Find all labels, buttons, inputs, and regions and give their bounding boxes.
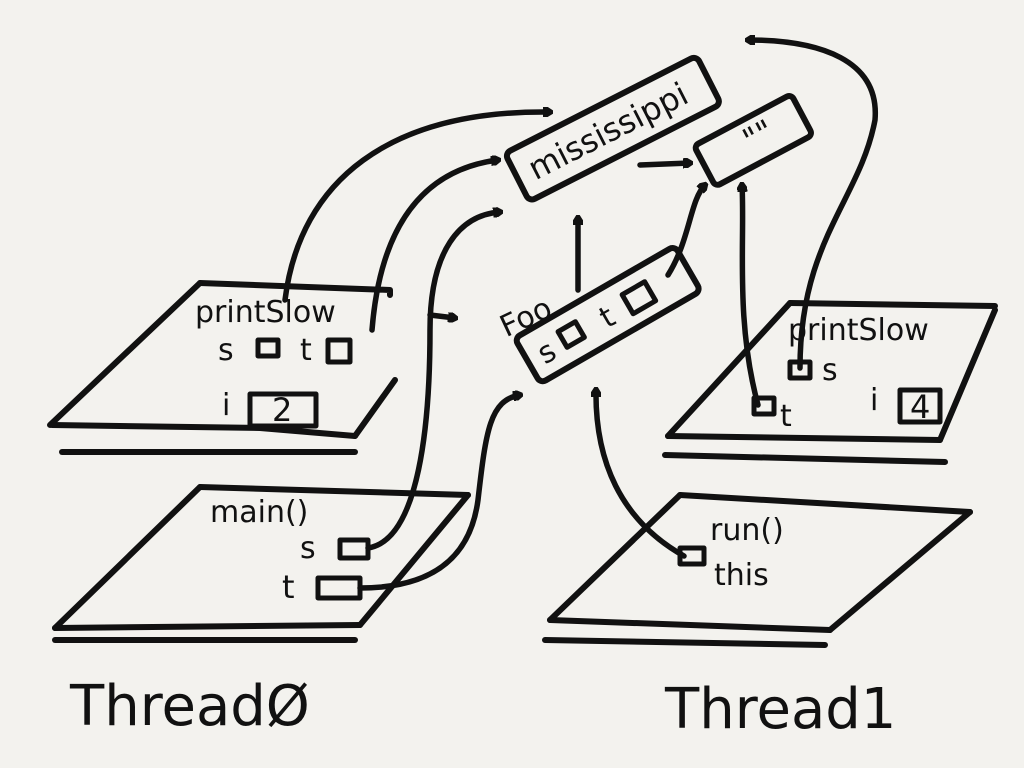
arrow-foo-t-to-empty (665, 185, 705, 278)
arrow-t0-printslow-to-foo (427, 315, 455, 318)
arrow-t0-printslow-s-to-mississippi (282, 112, 550, 303)
thread1-run-frame: run() this (542, 492, 973, 648)
thread1-printslow-var-t: t (780, 399, 792, 434)
thread0-printslow-s-box (255, 337, 281, 359)
thread0-printslow-i-box (247, 391, 319, 429)
arrow-mississippi-to-empty (637, 163, 690, 165)
thread1-printslow-var-s: s (822, 353, 838, 388)
reference-arrows (282, 40, 878, 591)
thread0-printslow-i-value: 2 (272, 391, 292, 429)
arrow-t1-run-this-to-foo (596, 390, 687, 559)
heap-foo-field-s: s (531, 334, 562, 372)
thread1-run-name: run() (710, 513, 784, 548)
thread1-printslow-name: printSlow (788, 313, 929, 348)
thread0-printslow-var-s: s (218, 333, 234, 368)
thread0-printslow-var-t: t (300, 333, 312, 368)
thread1-printslow-i-box (897, 387, 943, 425)
arrow-t1-printslow-t-to-empty (742, 185, 761, 408)
heap-string-mississippi: mississippi (503, 54, 722, 203)
thread1-label: Thread1 (664, 677, 896, 742)
thread0-printslow-name: printSlow (195, 295, 336, 330)
arrow-t0-main-s-to-mississippi (365, 212, 500, 551)
thread0-printslow-frame: printSlow s t i 2 (47, 280, 398, 455)
thread1-printslow-i-value: 4 (910, 388, 930, 426)
thread0-main-var-t: t (282, 568, 295, 606)
heap-foo-field-t: t (594, 299, 622, 335)
thread0-printslow-t-box (325, 337, 353, 365)
thread0-label: ThreadØ (69, 674, 310, 739)
thread0-main-t-box (315, 575, 363, 601)
thread1-run-var-this: this (714, 558, 769, 593)
thread1-printslow-local-i: i (870, 383, 878, 418)
arrow-t1-printslow-s-to-mississippi (748, 40, 878, 371)
thread0-main-var-s: s (300, 531, 316, 566)
heap-foo-s-box (555, 319, 587, 350)
arrow-t0-main-t-to-foo (357, 395, 520, 591)
thread0-main-name: main() (210, 495, 308, 530)
thread0-main-s-box (337, 537, 371, 561)
thread0-main-frame: main() s t (52, 484, 471, 643)
arrow-t0-printslow-t-to-mississippi (369, 160, 498, 333)
thread1-printslow-frame: printSlow s i 4 t (662, 300, 998, 465)
thread0-printslow-local-i: i (222, 388, 230, 423)
thread1-printslow-t-box (751, 395, 777, 417)
heap-foo-t-box (619, 279, 659, 317)
